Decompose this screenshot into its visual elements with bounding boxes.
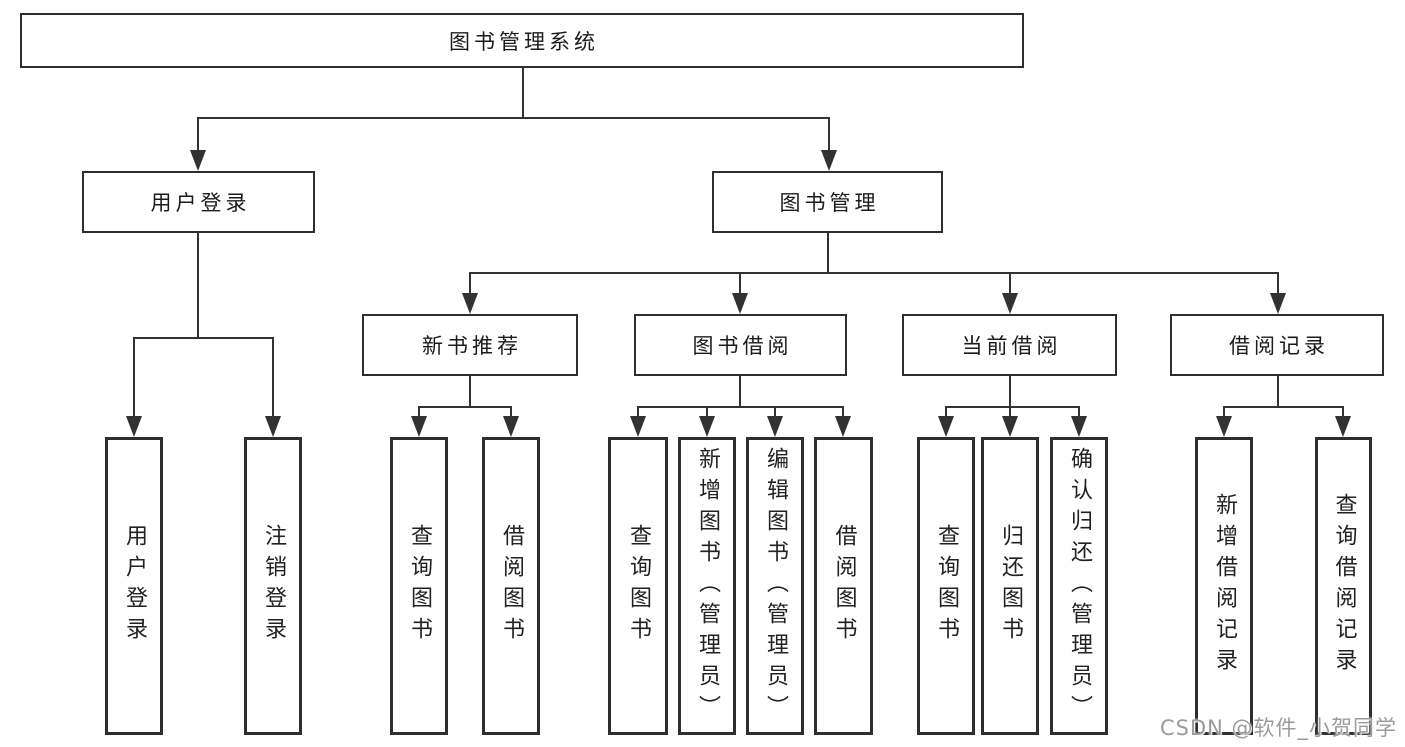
arrow-down-icon [462,293,478,314]
node-new-book-recommend: 新书推荐 [362,314,578,376]
arrow-down-icon [630,416,646,437]
leaf-add-borrow-record: 新增借阅记录 [1195,437,1253,735]
node-label: 借阅记录 [1229,334,1329,358]
leaf-label: 新增借阅记录 [1212,493,1237,679]
connector-line [945,406,947,420]
connector-line [739,272,741,296]
connector-line [1223,406,1225,420]
connector-line [418,406,512,408]
connector-line [739,376,741,408]
connector-line [1009,406,1011,420]
arrow-down-icon [732,293,748,314]
leaf-logout: 注销登录 [244,437,302,735]
connector-line [774,406,776,420]
arrow-down-icon [1071,416,1087,437]
leaf-label: 用户登录 [122,524,147,648]
node-label: 图书管理系统 [449,29,599,54]
leaf-confirm-return-admin: 确认归还（管理员） [1050,437,1108,735]
arrow-down-icon [1270,293,1286,314]
connector-line [272,337,274,419]
leaf-add-book-admin: 新增图书（管理员） [678,437,736,735]
watermark: CSDN @软件_小贺同学 [1160,716,1398,740]
leaf-label: 注销登录 [261,524,286,648]
node-user-login: 用户登录 [82,171,315,233]
connector-line [1277,272,1279,296]
leaf-user-login: 用户登录 [105,437,163,735]
node-label: 用户登录 [150,191,251,215]
connector-line [706,406,708,420]
arrow-down-icon [1335,416,1351,437]
connector-line [1078,406,1080,420]
node-current-borrowing: 当前借阅 [902,314,1117,376]
leaf-borrow-books-recommend: 借阅图书 [482,437,540,735]
leaf-query-books-recommend: 查询图书 [390,437,448,735]
leaf-query-borrow-record: 查询借阅记录 [1315,437,1372,735]
node-book-borrowing: 图书借阅 [634,314,847,376]
leaf-label: 确认归还（管理员） [1067,446,1092,726]
leaf-label: 查询图书 [407,524,432,648]
node-label: 新书推荐 [422,334,522,358]
arrow-down-icon [503,416,519,437]
leaf-label: 借阅图书 [499,524,524,648]
node-root-system: 图书管理系统 [20,13,1024,68]
connector-line [1277,376,1279,408]
node-borrow-records: 借阅记录 [1170,314,1384,376]
leaf-label: 查询图书 [934,524,959,648]
leaf-query-books-borrowing: 查询图书 [608,437,668,735]
connector-line [510,406,512,420]
connector-line [1223,406,1344,408]
leaf-label: 借阅图书 [831,524,857,648]
arrow-down-icon [1002,416,1018,437]
arrow-down-icon [265,416,281,437]
arrow-down-icon [938,416,954,437]
arrow-down-icon [767,416,783,437]
arrow-down-icon [1002,293,1018,314]
connector-line [133,337,274,339]
leaf-label: 查询图书 [626,524,651,648]
connector-line [637,406,844,408]
connector-line [842,406,844,420]
connector-line [637,406,639,420]
node-label: 图书管理 [779,191,880,215]
leaf-label: 归还图书 [998,524,1023,648]
leaf-borrow-books-borrowing: 借阅图书 [814,437,873,735]
connector-line [469,272,471,296]
connector-line [469,272,1279,274]
connector-line [827,233,829,274]
node-label: 当前借阅 [961,334,1062,358]
connector-line [133,337,135,419]
leaf-query-books-current: 查询图书 [917,437,975,735]
connector-line [197,233,199,337]
connector-line [197,117,199,153]
connector-line [945,406,1079,408]
connector-line [1009,272,1011,296]
arrow-down-icon [835,416,851,437]
connector-line [828,117,830,153]
arrow-down-icon [821,150,837,171]
leaf-label: 查询借阅记录 [1331,493,1357,679]
arrow-down-icon [699,416,715,437]
connector-line [1342,406,1344,420]
leaf-label: 编辑图书（管理员） [763,446,788,726]
arrow-down-icon [1216,416,1232,437]
connector-line [197,117,830,119]
connector-line [1009,376,1011,408]
node-label: 图书借阅 [692,334,793,358]
node-book-management: 图书管理 [712,171,943,233]
arrow-down-icon [411,416,427,437]
connector-line [469,376,471,408]
leaf-edit-book-admin: 编辑图书（管理员） [746,437,804,735]
connector-line [418,406,420,420]
arrow-down-icon [190,150,206,171]
arrow-down-icon [126,416,142,437]
connector-line [522,68,524,117]
leaf-return-book: 归还图书 [981,437,1039,735]
leaf-label: 新增图书（管理员） [695,446,720,726]
